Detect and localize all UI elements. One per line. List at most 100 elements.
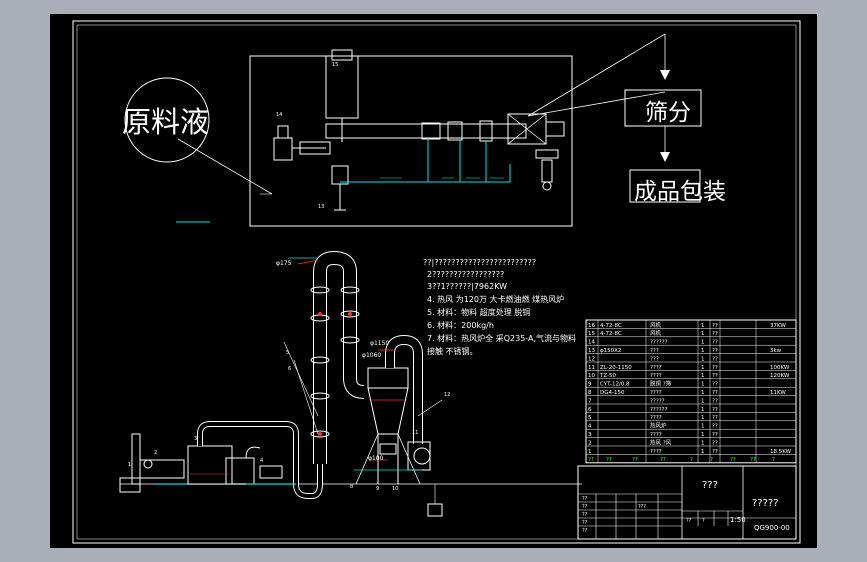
outlet-box: [427, 503, 443, 517]
bom-cell: ??: [712, 398, 718, 404]
bom-cell: 7: [588, 398, 592, 404]
plan-view: [249, 49, 573, 227]
cyclone-top: [367, 367, 409, 389]
dimension-label: φ175: [276, 260, 292, 267]
bom-cell: 2: [588, 440, 592, 446]
bom-cell: ??: [712, 382, 718, 388]
raw-liquid-bubble: [124, 77, 210, 163]
bom-cell: ??: [712, 390, 718, 396]
title-block-drawing-title: ?????: [752, 498, 779, 509]
bom-cell: ??: [712, 340, 718, 346]
bom-cell: φ150X2: [600, 348, 621, 354]
callout-number: 9: [376, 486, 379, 492]
bom-header-cell: ??: [660, 457, 666, 463]
dimension-leader: [297, 259, 319, 265]
bom-cell: 1: [701, 432, 705, 438]
dimension-label: φ100: [368, 455, 384, 462]
process-flow-drawing: 原料液 筛分 成品包装 ??|???????????????????????? …: [72, 20, 801, 544]
callout-number: 13: [318, 204, 324, 210]
packing-label: 成品包装: [634, 179, 726, 205]
hot-air-furnace: [187, 445, 233, 485]
bom-header-cell: ??: [730, 457, 736, 463]
title-block-cell: ?: [702, 518, 705, 524]
callout-number: 8: [350, 484, 353, 490]
bom-cell: 37KW: [770, 323, 786, 329]
bom-cell: ??: [712, 407, 718, 413]
bom-cell: 风机: [650, 321, 662, 329]
raw-liquid-leader: [177, 138, 273, 195]
bom-cell: ??: [712, 424, 718, 430]
cyclone-cone: [367, 387, 409, 435]
title-block-cell: ??: [582, 520, 588, 526]
bom-cell: 1: [701, 348, 705, 354]
title-block-project: ???: [702, 480, 718, 491]
packing-box: [629, 169, 701, 203]
bom-header-cell: ??: [588, 457, 594, 463]
title-block-cell: ??: [582, 512, 588, 518]
dimension-label: φ1150: [370, 340, 389, 347]
bom-cell: ??: [712, 331, 718, 337]
bom-header-cell: ??: [632, 457, 638, 463]
bom-header-cell: ?: [710, 457, 713, 463]
arrow-to-screening: [660, 70, 670, 80]
bom-cell: 1: [701, 449, 705, 455]
title-block-cell: ???: [638, 504, 646, 510]
plan-tower: [325, 55, 359, 119]
note-line: ??|????????????????????????: [423, 258, 536, 267]
bom-cell: 热风 ?风: [650, 438, 672, 446]
bom-cell: 1: [701, 398, 705, 404]
bom-cell: 1: [701, 424, 705, 430]
bom-cell: 16: [588, 323, 595, 329]
bom-cell: TZ-50: [599, 373, 617, 379]
packing-label-group: 成品包装: [629, 169, 726, 205]
bom-cell: 1: [701, 390, 705, 396]
bom-cell: 1: [701, 340, 705, 346]
title-block-scale: 1:50: [730, 516, 746, 524]
bom-cell: ??????: [650, 407, 668, 413]
bom-cell: 热风炉: [650, 422, 667, 430]
bom-cell: ????: [650, 365, 662, 371]
callout-number: 15: [332, 62, 338, 68]
bom-header-cell: ?: [690, 457, 693, 463]
bom-cell: 风机: [650, 329, 662, 337]
note-line: 7. 材料：热风炉全 采Q235-A,气流与物料: [427, 333, 576, 343]
bom-cell: 1: [701, 407, 705, 413]
note-line: 接触 不锈钢。: [427, 346, 478, 356]
callout-number: 7: [312, 362, 315, 368]
bom-cell: ????: [650, 390, 662, 396]
bom-cell: 18.5KW: [770, 449, 792, 455]
screening-box: [624, 89, 702, 127]
bom-cell: ???: [650, 348, 659, 354]
plan-duct: [325, 123, 527, 139]
elevation-view: φ175 φ1150 φ1060 φ100: [119, 250, 582, 517]
bom-cell: 4-72-8C: [600, 323, 622, 329]
bom-cell: ??: [712, 323, 718, 329]
bom-cell: ????: [650, 432, 662, 438]
bom-cell: ????: [650, 415, 662, 421]
title-block-cell: ??: [582, 528, 588, 534]
bom-cell: 14: [588, 340, 595, 346]
technical-notes: ??|???????????????????????? 2???????????…: [423, 258, 576, 356]
bom-cell: 5: [588, 415, 592, 421]
drawing-frame: [72, 20, 801, 544]
callout-number: 5: [286, 350, 289, 356]
note-line: 4. 热风 为120万 大卡燃油燃 煤热风炉: [427, 294, 564, 304]
bom-cell: 11: [588, 365, 595, 371]
bom-cell: 1: [701, 365, 705, 371]
bom-cell: 1: [701, 356, 705, 362]
bom-cell: ??: [712, 449, 718, 455]
bom-cell: 1: [701, 373, 705, 379]
plan-view-frame: [249, 55, 573, 227]
bom-header-cell: ??: [606, 457, 612, 463]
title-block-cell: ??: [582, 504, 588, 510]
bom-cell: DG4-150: [600, 390, 625, 396]
bom-cell: 10: [588, 373, 595, 379]
bom-cell: 6: [588, 407, 592, 413]
bom-cell: ??: [712, 356, 718, 362]
note-line: 5. 材料：物料 超度处理 脱铜: [427, 307, 530, 317]
bom-header-cell: ??: [750, 457, 756, 463]
bom-cell: ??: [712, 440, 718, 446]
bom-cell: 8: [588, 390, 592, 396]
bom-cell: 1: [701, 331, 705, 337]
bom-cell: 15: [588, 331, 595, 337]
